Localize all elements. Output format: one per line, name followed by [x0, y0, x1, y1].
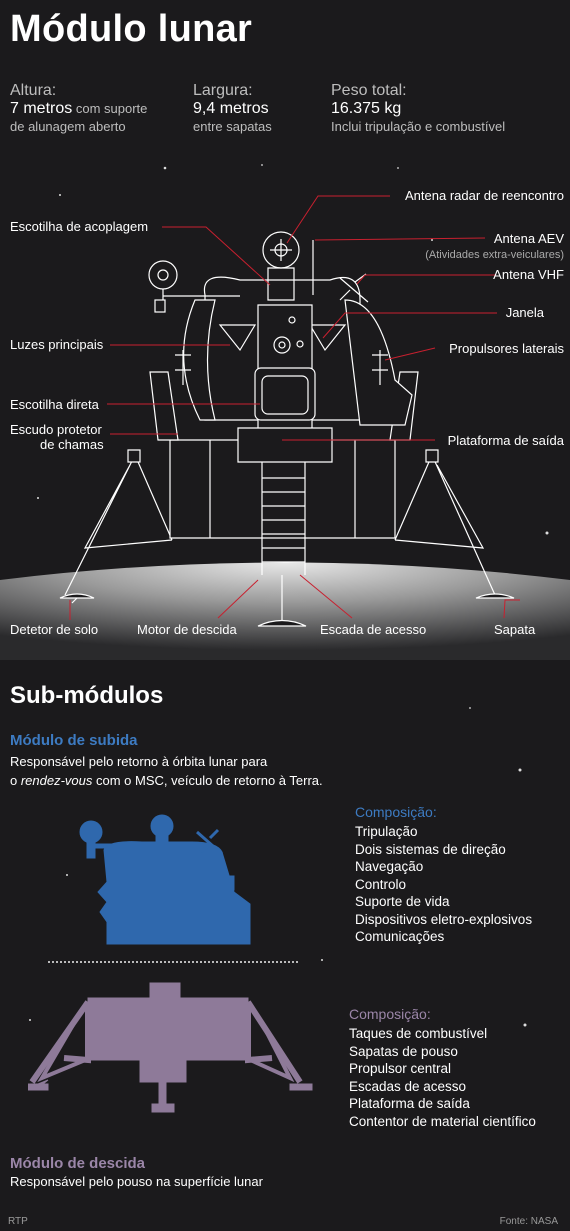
list-item: Controlo	[355, 876, 407, 892]
source: Fonte: NASA	[499, 1216, 558, 1227]
list-item: Propulsor central	[349, 1061, 452, 1076]
callout-flame-shield-2: de chamas	[40, 437, 104, 452]
callout-descent-engine: Motor de descida	[137, 622, 237, 637]
descent-composition-title: Composição:	[349, 1006, 431, 1022]
list-item: Taques de combustível	[349, 1026, 488, 1041]
list-item: Dispositivos eletro-explosivos	[355, 911, 533, 927]
width-stat: Largura: 9,4 metros entre sapatas	[193, 82, 272, 136]
weight-value: 16.375 kg	[331, 100, 402, 117]
moon-surface	[0, 562, 570, 660]
ascent-composition-title: Composição:	[355, 804, 437, 820]
callout-aev-antenna: Antena AEV	[493, 231, 564, 246]
list-item: Comunicações	[355, 929, 445, 944]
list-item: Suporte de vida	[355, 894, 450, 909]
weight-note: Inclui tripulação e combustível	[331, 119, 506, 134]
height-value: 7 metros	[10, 100, 73, 117]
lower-stars	[29, 707, 527, 1027]
callout-docking-hatch: Escotilha de acoplagem	[10, 219, 149, 234]
list-item: Sapatas de pouso	[349, 1043, 458, 1059]
lunar-module-drawing	[59, 231, 515, 627]
ascent-composition-list: Tripulação Dois sistemas de direção Nave…	[355, 823, 532, 946]
list-item: Navegação	[355, 859, 424, 874]
list-item: Dois sistemas de direção	[355, 841, 506, 857]
leader-lines	[69, 195, 520, 620]
ascent-desc-2c: com o MSC, veículo de retorno à Terra.	[92, 773, 323, 788]
credit: RTP	[8, 1216, 28, 1227]
callout-side-thrusters: Propulsores laterais	[449, 341, 564, 356]
ascent-desc-2b: rendez-vous	[20, 773, 93, 788]
submodules-title: Sub-módulos	[10, 682, 164, 709]
callout-exit-platform: Plataforma de saída	[447, 433, 564, 448]
callout-flame-shield-1: Escudo protetor	[10, 422, 102, 437]
callout-vhf-antenna: Antena VHF	[493, 267, 564, 282]
list-item: Escadas de acesso	[349, 1078, 467, 1094]
ladder-rungs	[262, 477, 305, 563]
height-stat: Altura: 7 metros com suporte de alunagem…	[10, 82, 147, 136]
width-note: entre sapatas	[193, 119, 272, 134]
callout-aev-note: (Atividades extra-veiculares)	[425, 249, 564, 261]
callout-ground-sensor: Detetor de solo	[10, 622, 99, 637]
width-label: Largura:	[193, 82, 253, 99]
list-item: Contentor de material científico	[349, 1113, 536, 1129]
callout-footpad: Sapata	[494, 622, 536, 637]
ascent-desc-line-1: Responsável pelo retorno à órbita lunar …	[10, 754, 268, 769]
list-item: Tripulação	[355, 824, 418, 839]
height-note: de alunagem aberto	[10, 119, 126, 134]
width-value: 9,4 metros	[193, 100, 269, 117]
lunar-module-diagram	[0, 164, 570, 660]
ascent-module-description: Responsável pelo retorno à órbita lunar …	[10, 752, 323, 790]
callout-ladder: Escada de acesso	[320, 622, 427, 637]
weight-label: Peso total:	[331, 82, 407, 99]
descent-composition-list: Taques de combustível Sapatas de pouso P…	[349, 1025, 536, 1130]
height-suffix: com suporte	[72, 101, 148, 116]
ascent-desc-2a: o	[10, 773, 21, 788]
callout-window: Janela	[505, 305, 544, 320]
list-item: Plataforma de saída	[349, 1096, 470, 1111]
descent-module-name: Módulo de descida	[10, 1155, 146, 1172]
callout-radar-antenna: Antena radar de reencontro	[405, 188, 564, 203]
descent-module-silhouette	[28, 982, 313, 1113]
stars	[37, 164, 549, 535]
callout-front-hatch: Escotilha direta	[10, 397, 99, 412]
weight-stat: Peso total: 16.375 kg Inclui tripulação …	[331, 82, 505, 136]
dotted-divider	[48, 961, 298, 963]
height-label: Altura:	[10, 82, 57, 99]
callout-main-lights: Luzes principais	[10, 337, 104, 352]
descent-module-description: Responsável pelo pouso na superfície lun…	[10, 1174, 263, 1189]
page-title: Módulo lunar	[10, 8, 253, 50]
ascent-module-name: Módulo de subida	[10, 732, 138, 749]
ascent-module-silhouette	[79, 814, 251, 945]
